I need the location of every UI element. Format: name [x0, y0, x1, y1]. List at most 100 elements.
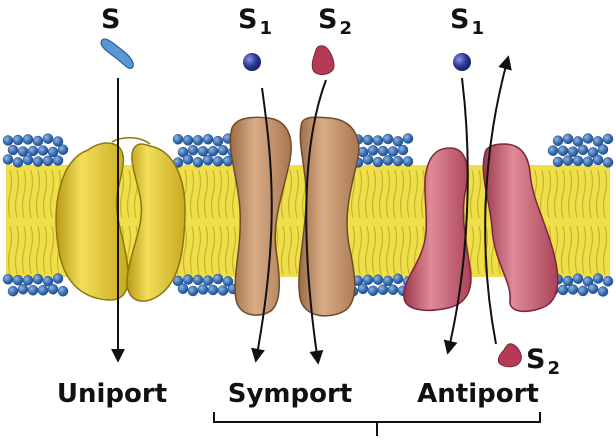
- lipid-tail: [7, 225, 13, 275]
- lipid-head: [177, 146, 189, 158]
- lipid-head: [567, 146, 579, 157]
- lipid-head: [212, 156, 224, 167]
- lipid-head: [582, 133, 594, 144]
- lipid-head: [202, 275, 214, 286]
- lipid-tail: [21, 225, 27, 275]
- lipid-head: [12, 134, 24, 146]
- lipid-tail: [574, 225, 580, 275]
- symport-arrow-1: [251, 87, 273, 363]
- lipid-head: [377, 284, 389, 295]
- lipid-tail: [371, 169, 377, 219]
- lipid-head: [382, 155, 394, 166]
- lipid-head: [207, 284, 219, 296]
- lipid-tail: [14, 169, 20, 219]
- lipid-head: [602, 133, 614, 145]
- lipid-tail: [560, 225, 566, 275]
- lipid-tail: [182, 225, 188, 275]
- lipid-head: [397, 144, 409, 156]
- lipid-tail: [406, 169, 412, 219]
- lipid-tail: [476, 169, 482, 219]
- lipid-head: [192, 135, 204, 146]
- lipid-head: [567, 284, 579, 295]
- cotransport-bracket: [213, 412, 541, 436]
- lipid-head: [12, 157, 24, 168]
- lipid-head: [552, 156, 564, 168]
- lipid-head: [187, 285, 199, 297]
- lipid-tail: [35, 169, 41, 219]
- lipid-tail: [49, 225, 55, 275]
- lipid-head: [2, 274, 14, 285]
- lipid-tail: [189, 225, 195, 275]
- lipid-head: [32, 156, 44, 167]
- lipid-tail: [392, 169, 398, 219]
- lipid-head: [597, 144, 609, 155]
- lipid-head: [52, 136, 64, 147]
- lipid-tail: [420, 169, 426, 219]
- lipid-head: [212, 135, 224, 147]
- lipid-tail: [196, 169, 202, 219]
- lipid-tail: [581, 169, 587, 219]
- lipid-head: [402, 156, 414, 167]
- lipid-tail: [231, 225, 237, 275]
- lipid-head: [27, 284, 39, 296]
- lipid-tail: [49, 169, 55, 219]
- lipid-tail: [217, 225, 223, 275]
- lipid-tail: [364, 225, 370, 275]
- lipid-head: [367, 285, 379, 297]
- lipid-head: [562, 275, 574, 287]
- lipid-head: [372, 135, 384, 146]
- uniport-substrate-label: S: [101, 4, 120, 35]
- lipid-tail: [224, 169, 230, 219]
- lipid-tail: [595, 169, 601, 219]
- lipid-tail: [280, 225, 286, 275]
- lipid-head: [577, 285, 589, 297]
- lipid-head: [182, 135, 194, 146]
- lipid-tail: [469, 169, 475, 219]
- transporter-labels: Uniport Symport Antiport: [57, 379, 539, 409]
- lipid-tail: [399, 225, 405, 275]
- symport-arrow-2: [305, 79, 327, 365]
- lipid-head: [392, 136, 404, 147]
- lipid-head: [602, 157, 614, 168]
- lipid-tail: [203, 169, 209, 219]
- lipid-head: [222, 276, 234, 287]
- lipid-tail: [385, 169, 391, 219]
- lipid-heads: [2, 133, 614, 297]
- lipid-head: [7, 285, 19, 297]
- lipid-head: [32, 135, 44, 147]
- lipid-head: [57, 285, 69, 297]
- lipid-head: [202, 133, 214, 145]
- antiport-substrate-1-sphere: [453, 53, 471, 71]
- lipid-head: [362, 134, 374, 146]
- lipid-tail: [196, 225, 202, 275]
- lipid-head: [582, 276, 594, 287]
- lipid-tail: [210, 169, 216, 219]
- lipid-head: [17, 284, 29, 295]
- lipid-tail: [399, 169, 405, 219]
- lipid-head: [572, 136, 584, 147]
- lipid-head: [592, 273, 604, 284]
- lipid-head: [382, 133, 394, 145]
- lipid-head: [192, 156, 204, 168]
- lipid-tail: [287, 225, 293, 275]
- lipid-tail: [28, 169, 34, 219]
- lipid-head: [197, 146, 209, 157]
- lipid-tail: [567, 169, 573, 219]
- lipid-head: [42, 275, 54, 287]
- lipid-tail: [14, 225, 20, 275]
- lipid-head: [37, 145, 49, 156]
- lipid-tail: [126, 169, 132, 219]
- lipid-tail: [217, 169, 223, 219]
- uniport-protein: [55, 137, 186, 302]
- lipid-head: [217, 145, 229, 156]
- lipid-head: [392, 155, 404, 167]
- lipid-head: [552, 135, 564, 146]
- lipid-tail: [406, 225, 412, 275]
- lipid-head: [52, 155, 64, 166]
- lipid-head: [377, 145, 389, 157]
- lipid-head: [2, 135, 14, 146]
- antiport-arrow-2: [484, 55, 512, 345]
- lipid-tail: [287, 169, 293, 219]
